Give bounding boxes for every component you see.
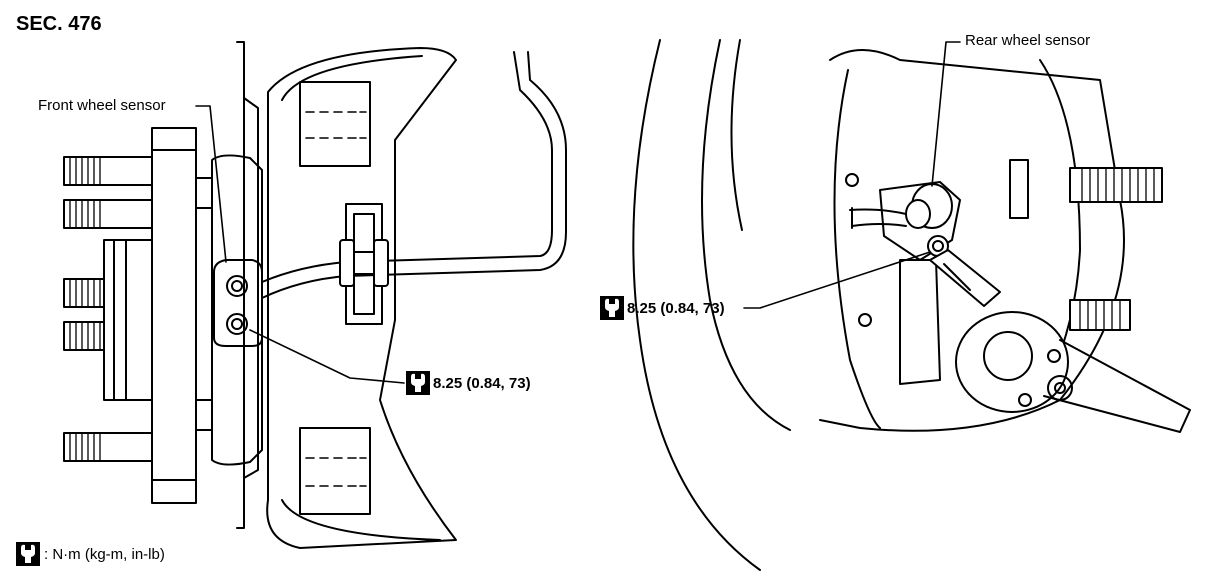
front-hub-drawing	[63, 41, 567, 549]
section-number: SEC. 476	[16, 13, 102, 35]
rear-torque-value: 8.25 (0.84, 73)	[627, 299, 725, 317]
rear-wheel-sensor-label: Rear wheel sensor	[965, 32, 1091, 49]
torque-wrench-icon	[600, 296, 624, 320]
units-legend-text: : N·m (kg-m, in-lb)	[44, 545, 165, 563]
units-legend: : N·m (kg-m, in-lb)	[16, 542, 165, 566]
torque-wrench-icon	[406, 371, 430, 395]
front-wheel-sensor-label: Front wheel sensor	[38, 97, 166, 114]
rear-torque-spec: 8.25 (0.84, 73)	[600, 296, 725, 320]
torque-wrench-icon	[16, 542, 40, 566]
front-torque-spec: 8.25 (0.84, 73)	[406, 371, 531, 395]
front-torque-value: 8.25 (0.84, 73)	[433, 374, 531, 392]
rear-hub-drawing	[632, 39, 1191, 571]
